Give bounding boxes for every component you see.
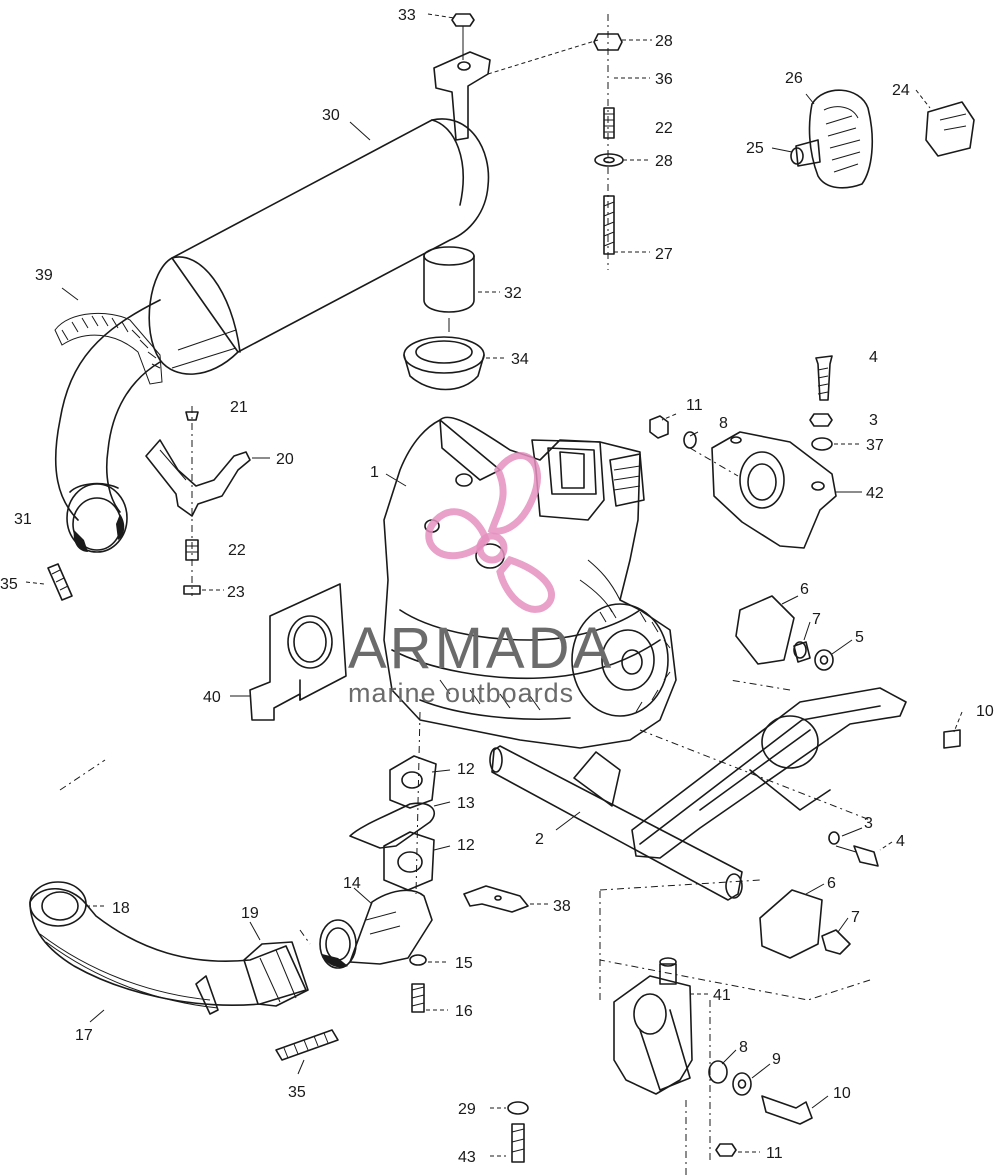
callout-28: 28 [655, 33, 673, 50]
part-exhaust-elbow-14 [319, 889, 433, 969]
callout-12: 12 [457, 837, 475, 854]
part-muffler-bracket [433, 13, 491, 141]
part-rubber-mount [403, 246, 485, 391]
part-bolt-35a [47, 563, 73, 601]
callout-42: 42 [866, 485, 884, 502]
assembly-centerlines [59, 447, 871, 1175]
callout-3: 3 [864, 815, 873, 832]
callout-16: 16 [455, 1003, 473, 1020]
part-bolt-29-43 [507, 1101, 529, 1163]
part-mount-plate-42 [649, 355, 837, 549]
callout-35: 35 [288, 1084, 306, 1101]
callout-3: 3 [869, 412, 878, 429]
callout-32: 32 [504, 285, 522, 302]
callout-4: 4 [869, 349, 878, 366]
callout-26: 26 [785, 70, 803, 87]
callout-2: 2 [535, 831, 544, 848]
part-swivel-bracket [631, 679, 961, 859]
callout-7: 7 [812, 611, 821, 628]
callout-23: 23 [227, 584, 245, 601]
callout-11: 11 [686, 397, 703, 414]
callout-9: 9 [772, 1051, 781, 1068]
callout-40: 40 [203, 689, 221, 706]
callout-4: 4 [896, 833, 905, 850]
watermark-title: ARMADA [348, 616, 614, 681]
callout-18: 18 [112, 900, 130, 917]
callout-41: 41 [713, 987, 731, 1004]
part-cover [790, 89, 975, 189]
part-tube-2 [489, 745, 743, 901]
callout-6: 6 [800, 581, 809, 598]
callout-27: 27 [655, 246, 673, 263]
callout-15: 15 [455, 955, 473, 972]
part-lever-bracket [145, 406, 251, 596]
callout-34: 34 [511, 351, 529, 368]
part-bracket-38 [463, 885, 529, 913]
callout-10: 10 [976, 703, 994, 720]
part-lower-mount-41 [613, 957, 813, 1157]
callout-8: 8 [719, 415, 728, 432]
part-engine-block [383, 416, 677, 749]
callout-6: 6 [827, 875, 836, 892]
callout-25: 25 [746, 140, 764, 157]
callout-43: 43 [458, 1149, 476, 1166]
part-exhaust-outlet [66, 482, 128, 553]
callout-33: 33 [398, 7, 416, 24]
callout-35: 35 [0, 576, 18, 593]
part-gasket-stack [349, 711, 437, 895]
part-spring-35b [275, 1029, 339, 1061]
part-muffler [54, 118, 490, 521]
callout-29: 29 [458, 1101, 476, 1118]
callout-22: 22 [655, 120, 673, 137]
callout-12: 12 [457, 761, 475, 778]
callout-37: 37 [866, 437, 884, 454]
callout-8: 8 [739, 1039, 748, 1056]
watermark-propeller-logo [425, 452, 555, 613]
part-washer-set-upper [735, 595, 834, 671]
callout-14: 14 [343, 875, 361, 892]
part-bolt-15-16 [409, 954, 427, 1013]
callout-5: 5 [855, 629, 864, 646]
part-stud-stack [487, 14, 624, 270]
callout-13: 13 [457, 795, 475, 812]
leader-lines [25, 13, 963, 1157]
callout-10: 10 [833, 1085, 851, 1102]
watermark-subtitle: marine outboards [348, 678, 574, 708]
callout-labels: 33 28 36 22 28 27 26 24 25 30 32 34 39 4… [0, 7, 994, 1166]
callout-17: 17 [75, 1027, 93, 1044]
callout-19: 19 [241, 905, 259, 922]
callout-30: 30 [322, 107, 340, 124]
callout-21: 21 [230, 399, 248, 416]
part-washer-set-lower [759, 889, 851, 959]
callout-20: 20 [276, 451, 294, 468]
callout-11: 11 [766, 1145, 783, 1162]
callout-38: 38 [553, 898, 571, 915]
part-exhaust-clamp-spring [54, 312, 163, 385]
callout-7: 7 [851, 909, 860, 926]
part-hardware-3-4 [828, 831, 879, 867]
part-exhaust-pipe-17 [29, 881, 309, 1015]
callout-39: 39 [35, 267, 53, 284]
callout-1: 1 [370, 464, 379, 481]
callout-28: 28 [655, 153, 673, 170]
callout-24: 24 [892, 82, 910, 99]
callout-36: 36 [655, 71, 673, 88]
callout-22: 22 [228, 542, 246, 559]
callout-31: 31 [14, 511, 32, 528]
part-gasket-40 [249, 583, 347, 721]
